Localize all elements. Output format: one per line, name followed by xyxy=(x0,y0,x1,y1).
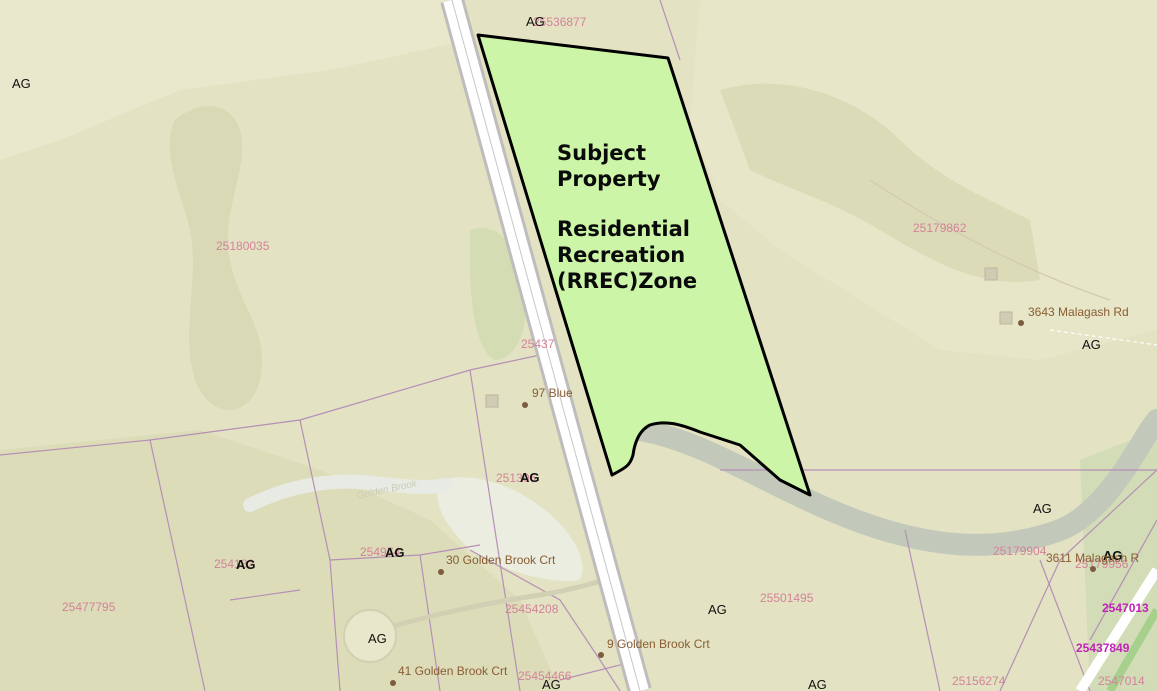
address-label: 30 Golden Brook Crt xyxy=(446,553,556,567)
zone-label: AG xyxy=(708,602,727,617)
parcel-id: 25454208 xyxy=(505,602,559,616)
subject-property-parcel[interactable] xyxy=(476,33,812,497)
address-label: 3643 Malagash Rd xyxy=(1028,305,1129,319)
zone-label: AG xyxy=(1082,337,1101,352)
zone-name-line1: Residential xyxy=(557,217,690,241)
parcel-id: 25501495 xyxy=(760,591,814,605)
address-point-icon xyxy=(1090,566,1096,572)
zone-name-line3: (RREC)Zone xyxy=(557,269,698,293)
subject-title-line2: Property xyxy=(557,167,661,191)
building-2 xyxy=(999,311,1013,325)
zone-label: AG xyxy=(1103,548,1123,563)
zone-label: AG xyxy=(526,14,545,29)
zone-label: AG xyxy=(542,677,561,691)
parcel-id: 25437 xyxy=(521,337,555,351)
parcel-id: 25454466 xyxy=(518,669,572,683)
highway-median xyxy=(451,0,641,691)
building-3 xyxy=(485,394,499,408)
subject-property-label: Subject Property Residential Recreation … xyxy=(557,140,697,294)
address-point-icon xyxy=(438,569,444,575)
parcel-id: 25477795 xyxy=(62,600,116,614)
golden-brook-stream xyxy=(629,409,1157,556)
address-label: 97 Blue xyxy=(532,386,573,400)
address-label: 41 Golden Brook Crt xyxy=(398,664,508,678)
golden-brook-tributary xyxy=(243,474,452,512)
parcel-id: 25179904 xyxy=(993,544,1047,558)
address-label: 3611 Malagash R xyxy=(1046,551,1140,565)
zone-label: AG xyxy=(368,631,387,646)
parcel-id: 25437849 xyxy=(1076,641,1130,655)
parcel-id: 254974 xyxy=(360,545,401,559)
terrain-shade-north xyxy=(0,0,470,160)
address-label: 9 Golden Brook Crt xyxy=(607,637,710,651)
zone-label: AG xyxy=(1033,501,1052,516)
east-road-green xyxy=(1106,607,1157,691)
parcel-id: 25156274 xyxy=(952,674,1006,688)
address-point-icon xyxy=(598,652,604,658)
parcel-id: 25536877 xyxy=(533,15,587,29)
zone-label: AG xyxy=(236,557,256,572)
parcel-id: 2547013 xyxy=(1102,601,1149,615)
terrain-shade-mid xyxy=(720,83,1040,282)
east-road xyxy=(1075,567,1157,691)
trail-line xyxy=(869,179,1111,301)
subject-title-line1: Subject xyxy=(557,141,647,165)
parcel-id: 254182 xyxy=(214,557,255,571)
zone-label: AG xyxy=(385,545,405,560)
address-point-icon xyxy=(1018,320,1024,326)
parcel-id: 251306 xyxy=(496,471,537,485)
terrain-shade-valley xyxy=(169,106,263,411)
cul-de-sac xyxy=(343,609,397,663)
zone-label: AG xyxy=(12,76,31,91)
zone-label: AG xyxy=(520,470,540,485)
wetland-area xyxy=(437,477,583,581)
parcel-id: 25180035 xyxy=(216,239,270,253)
terrain-shade-south xyxy=(0,430,560,691)
parcel-id: 25179956 xyxy=(1075,557,1129,571)
zone-label: AG xyxy=(808,677,827,691)
building-1 xyxy=(984,267,998,281)
parcel-id: 2547014 xyxy=(1098,674,1145,688)
parcel-id: 25179862 xyxy=(913,221,967,235)
address-point-icon xyxy=(522,402,528,408)
address-point-icon xyxy=(390,680,396,686)
zone-name-line2: Recreation xyxy=(557,243,686,267)
